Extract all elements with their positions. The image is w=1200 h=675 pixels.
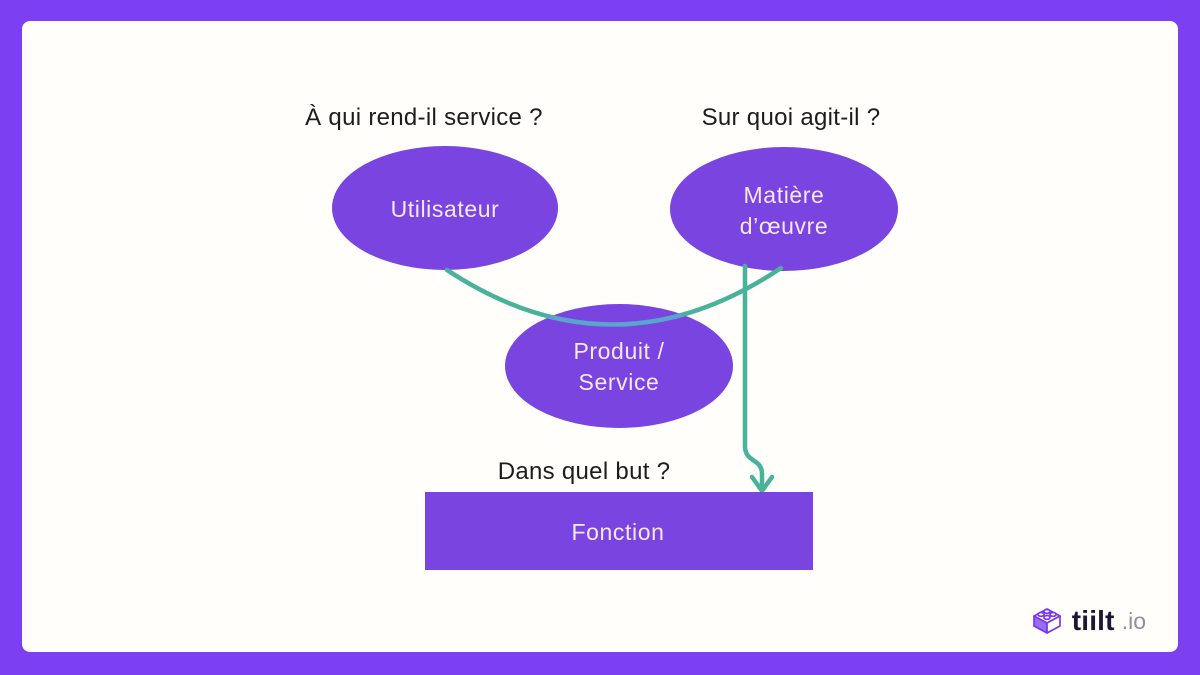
lego-brick-icon (1032, 608, 1061, 634)
node-matiere-shape (670, 147, 898, 271)
logo-wordmark: tiilt (1071, 605, 1115, 636)
tiilt-logo: tiilt.io (1028, 601, 1146, 641)
node-produit-service-shape (505, 304, 733, 428)
node-fonction-shape (425, 492, 813, 570)
node-produit-label-line1: Produit / (573, 338, 664, 364)
node-matiere-label-line1: Matière (744, 182, 825, 208)
node-utilisateur-shape (332, 146, 558, 270)
arrowhead-down-icon (749, 474, 775, 494)
logo-tld: .io (1121, 607, 1146, 634)
question-user: À qui rend-il service ? (305, 104, 543, 131)
connector-overlap-segment (505, 304, 733, 327)
node-fonction-label: Fonction (571, 519, 664, 545)
question-matter: Sur quoi agit-il ? (702, 104, 881, 131)
question-purpose: Dans quel but ? (498, 458, 671, 485)
node-utilisateur-label: Utilisateur (391, 196, 500, 222)
node-produit-label-line2: Service (579, 369, 660, 395)
node-matiere-label-line2: d’œuvre (740, 213, 829, 239)
connector-matter-to-function (742, 263, 765, 490)
